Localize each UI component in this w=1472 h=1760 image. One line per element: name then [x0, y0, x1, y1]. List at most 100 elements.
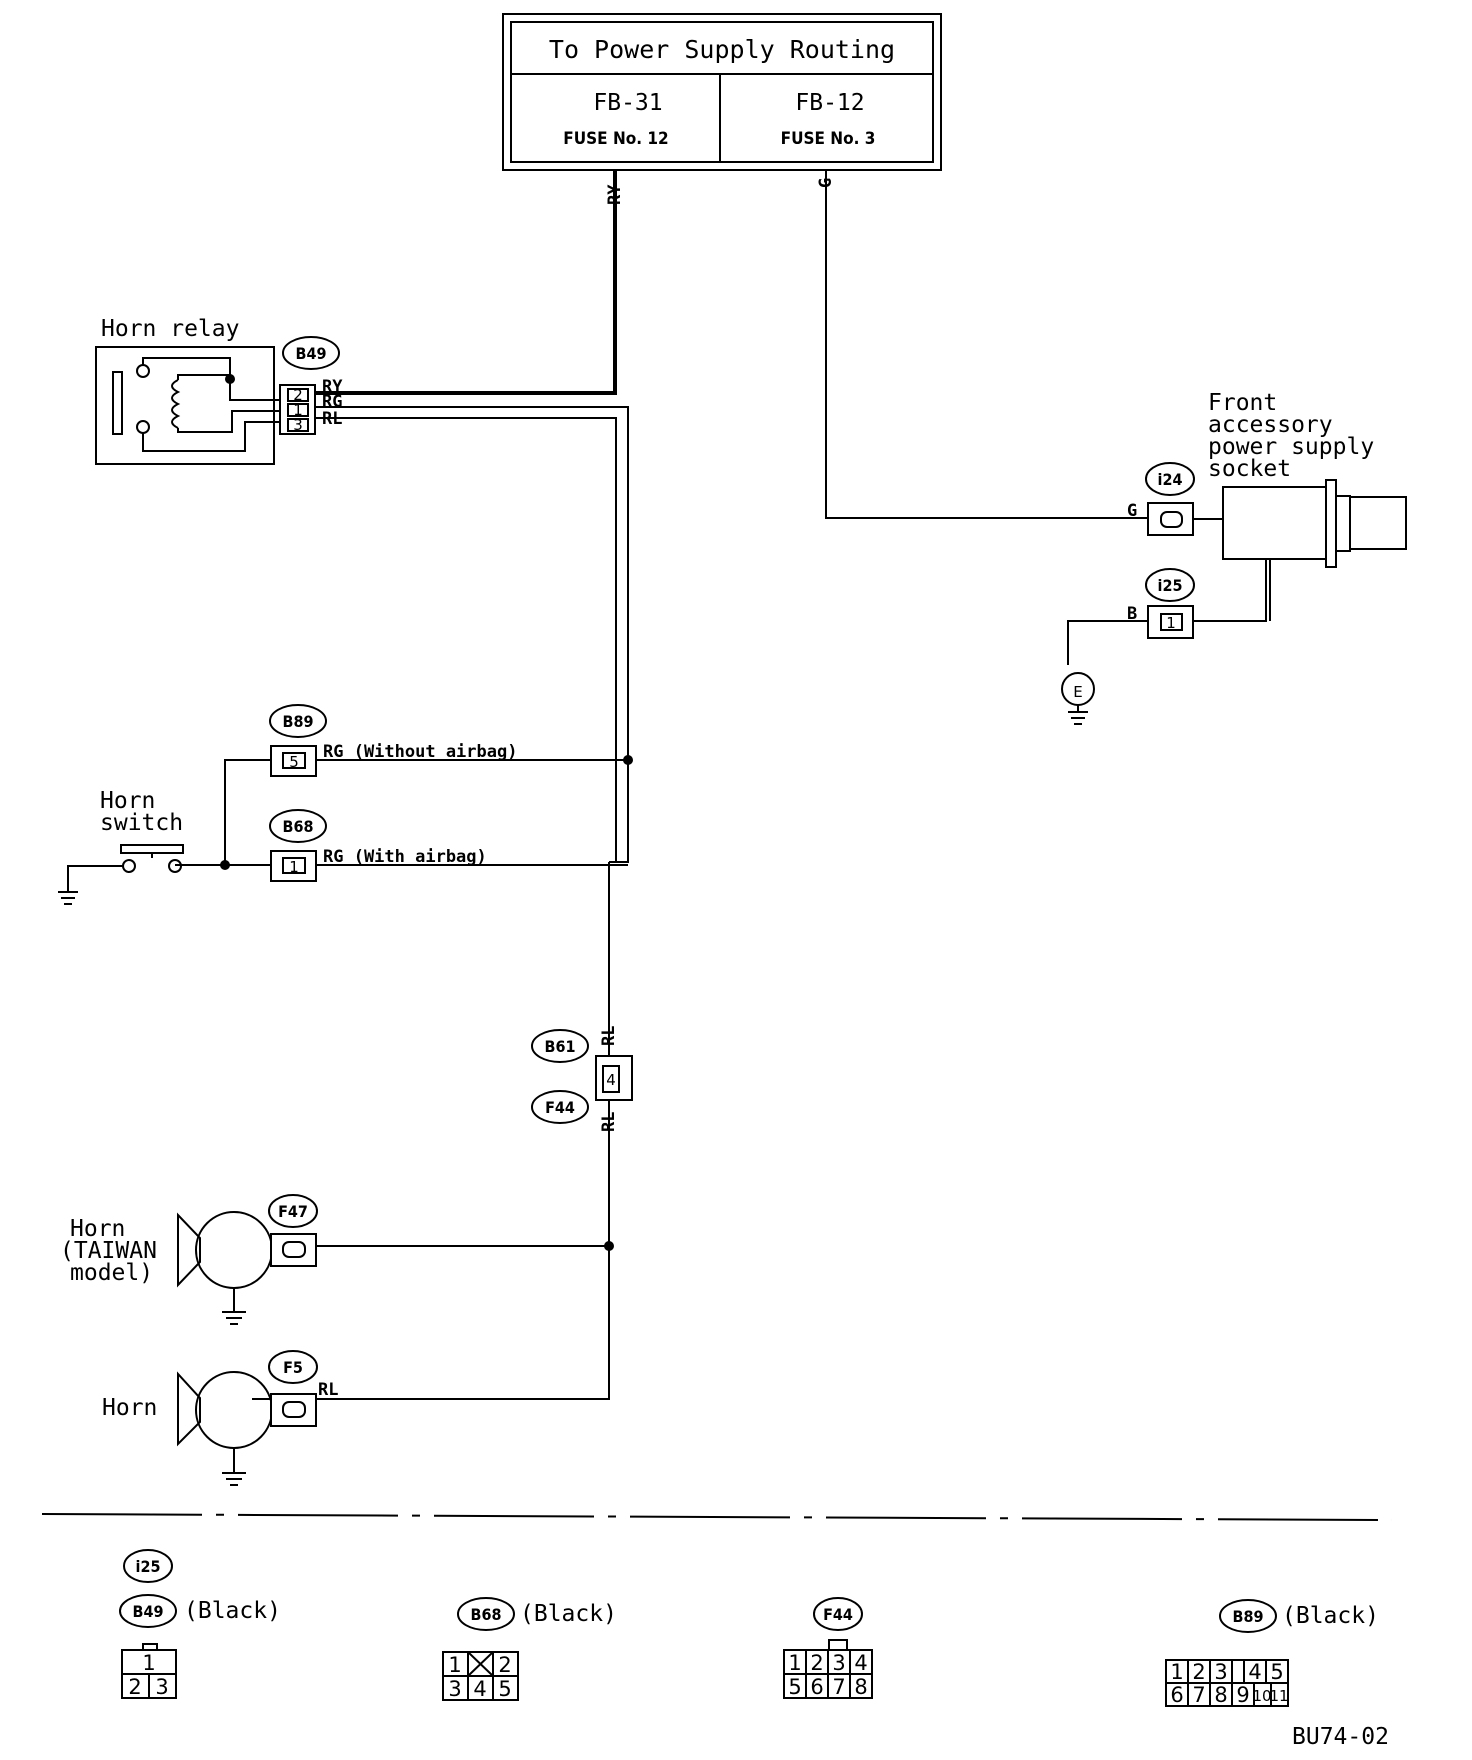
wire-label-rg-with: RG (With airbag): [323, 847, 487, 867]
wire-g: [825, 170, 1148, 519]
horn-taiwan: Horn (TAIWAN model) F47: [60, 1194, 318, 1325]
svg-text:5: 5: [1270, 1660, 1283, 1684]
wire-rg-inner: [315, 417, 617, 862]
horn: Horn F5: [102, 1350, 318, 1486]
wire-label-b-socket: B: [1127, 604, 1137, 624]
section-divider: [41, 1513, 1393, 1521]
svg-text:F47: F47: [278, 1202, 308, 1221]
power-box-title: To Power Supply Routing: [549, 35, 895, 64]
legend-f44: F44 1 2 3 4 5 6 7 8: [783, 1597, 873, 1699]
svg-text:i25: i25: [1158, 576, 1183, 595]
horn-taiwan-label-1: Horn: [70, 1216, 125, 1242]
power-supply-box: To Power Supply Routing FB-31 FUSE No. 1…: [502, 13, 942, 171]
socket-label-2: accessory: [1208, 412, 1333, 438]
svg-text:3: 3: [832, 1651, 845, 1675]
wire-label-rl-f44: RL: [599, 1112, 619, 1132]
fuse-box-code-fb12: FB-12: [795, 90, 864, 116]
horn-relay: Horn relay 2 1 3: [95, 316, 316, 465]
legend-tag-i25: i25: [136, 1557, 161, 1576]
wire-b-ground: [1067, 620, 1148, 665]
svg-text:1: 1: [142, 1651, 155, 1675]
svg-text:1: 1: [788, 1651, 801, 1675]
svg-text:B89: B89: [283, 712, 314, 731]
relay-pin-1: 1: [293, 401, 303, 419]
legend-b49-color: (Black): [184, 1598, 281, 1624]
horn-label: Horn: [102, 1395, 157, 1421]
wire-label-relay-ry: RY: [322, 377, 343, 397]
horn-switch-label-1: Horn: [100, 788, 155, 814]
socket-label-1: Front: [1208, 390, 1277, 416]
svg-text:3: 3: [155, 1675, 168, 1699]
connector-tag-f47: [268, 1194, 318, 1228]
wire-rg-outer: [315, 406, 629, 863]
socket-label-3: power supply: [1208, 434, 1374, 460]
svg-text:1: 1: [448, 1653, 461, 1677]
svg-text:i24: i24: [1158, 470, 1183, 489]
svg-text:6: 6: [810, 1675, 823, 1699]
wire-label-relay-rg: RG: [322, 392, 342, 412]
horn-switch-label-2: switch: [100, 810, 183, 836]
wire-label-rg-without: RG (Without airbag): [323, 742, 517, 762]
legend-tag-b49: B49: [133, 1602, 164, 1621]
wire-rl-vertical: [252, 862, 610, 1400]
wires: [175, 170, 1267, 1400]
legend-tag-b89: B89: [1233, 1607, 1264, 1626]
fuse-label-3: FUSE No. 3: [781, 129, 876, 149]
horn-taiwan-label-2: (TAIWAN: [60, 1238, 157, 1264]
svg-text:5: 5: [788, 1675, 801, 1699]
svg-text:B49: B49: [296, 344, 327, 363]
svg-text:4: 4: [473, 1677, 486, 1701]
wire-ry: [315, 170, 617, 395]
legend-tag-f44: F44: [823, 1605, 853, 1624]
svg-text:9: 9: [1236, 1683, 1249, 1707]
svg-text:4: 4: [854, 1651, 867, 1675]
horn-switch: Horn switch: [58, 788, 184, 905]
b68-pin: 1: [289, 858, 299, 876]
connector-tag-i25: i25: [1145, 568, 1195, 602]
connector-tag-f5: [268, 1350, 318, 1384]
connector-b68: B68 1: [269, 809, 327, 882]
relay-pin-2: 2: [293, 386, 303, 404]
svg-text:3: 3: [1214, 1660, 1227, 1684]
accessory-socket: Front accessory power supply socket 1 E: [1061, 390, 1407, 725]
diagram-code: BU74-02: [1292, 1724, 1389, 1750]
svg-text:10: 10: [1252, 1687, 1271, 1705]
legend-b89: B89 (Black) 1 2 3 4 5 6 7 8 9 10 11: [1165, 1599, 1379, 1707]
svg-text:5: 5: [498, 1677, 511, 1701]
wire-label-rl-horn: RL: [318, 1380, 338, 1400]
wire-label-g-socket: G: [1127, 501, 1137, 521]
wire-label-ry-top: RY: [605, 184, 625, 205]
horn-relay-label: Horn relay: [101, 316, 239, 342]
svg-text:8: 8: [854, 1675, 867, 1699]
svg-text:F5: F5: [283, 1358, 303, 1377]
svg-text:2: 2: [1192, 1660, 1205, 1684]
fuse-box-code-fb31: FB-31: [593, 90, 662, 116]
wire-label-g-top: G: [816, 178, 836, 188]
wire-label-relay-rl: RL: [322, 409, 342, 429]
svg-text:6: 6: [1170, 1683, 1183, 1707]
svg-text:3: 3: [448, 1677, 461, 1701]
b89-pin: 5: [289, 753, 299, 771]
svg-text:1: 1: [1170, 1660, 1183, 1684]
svg-text:2: 2: [128, 1675, 141, 1699]
svg-text:4: 4: [1248, 1660, 1261, 1684]
b61-pin: 4: [606, 1071, 616, 1089]
svg-text:B61: B61: [545, 1037, 576, 1056]
legend-b68-color: (Black): [520, 1601, 617, 1627]
wire-label-rl-b61: RL: [599, 1026, 619, 1046]
connector-b89: B89 5: [269, 704, 327, 777]
connector-tag-b61: [531, 1029, 589, 1063]
svg-text:B68: B68: [283, 817, 314, 836]
i25-pin-1: 1: [1166, 614, 1176, 632]
connector-b61-f44: 4 B61 F44: [531, 1029, 633, 1124]
socket-label-4: socket: [1208, 456, 1291, 482]
connector-tag-i24: i24: [1145, 462, 1195, 496]
svg-text:11: 11: [1269, 1687, 1288, 1705]
legend-tag-b68: B68: [471, 1605, 502, 1624]
svg-text:7: 7: [1192, 1683, 1205, 1707]
connector-tag-b89: [269, 704, 327, 738]
svg-text:8: 8: [1214, 1683, 1227, 1707]
legend-b68: B68 (Black) 1 2 3 4 5: [442, 1597, 617, 1701]
svg-text:7: 7: [832, 1675, 845, 1699]
